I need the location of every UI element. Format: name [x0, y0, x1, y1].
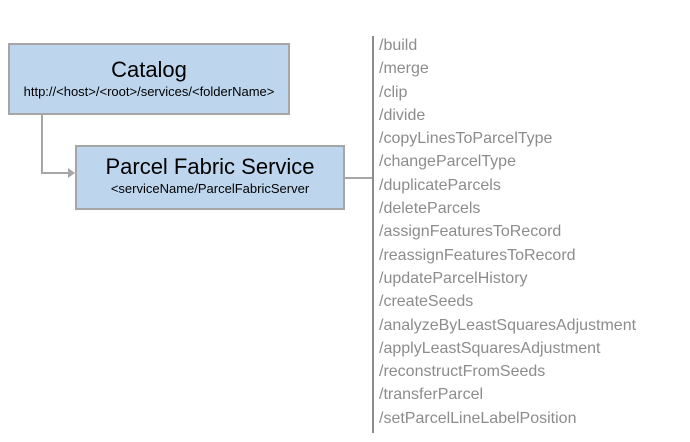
- endpoint-item: /assignFeaturesToRecord: [379, 223, 562, 241]
- connector-vertical-segment: [41, 115, 43, 174]
- catalog-title: Catalog: [111, 57, 187, 82]
- endpoint-item: /divide: [379, 106, 426, 124]
- endpoint-item: /applyLeastSquaresAdjustment: [379, 339, 601, 357]
- endpoints-divider-line: [372, 36, 374, 433]
- endpoint-item: /build: [379, 37, 418, 54]
- connector-horizontal-segment: [41, 172, 69, 174]
- endpoint-item: /transferParcel: [379, 386, 484, 404]
- endpoint-item: /reassignFeaturesToRecord: [379, 246, 576, 264]
- endpoint-item: /reconstructFromSeeds: [379, 363, 546, 381]
- catalog-box: Catalog http://<host>/<root>/services/<f…: [8, 43, 290, 115]
- endpoint-item: /analyzeByLeastSquaresAdjustment: [379, 316, 637, 334]
- endpoint-item: /deleteParcels: [379, 200, 481, 218]
- catalog-url: http://<host>/<root>/services/<folderNam…: [23, 84, 275, 100]
- endpoint-item: /updateParcelHistory: [379, 269, 528, 287]
- service-title: Parcel Fabric Service: [105, 154, 315, 179]
- endpoint-item: /merge: [379, 60, 429, 78]
- endpoint-item: /duplicateParcels: [379, 176, 501, 194]
- endpoint-item: /clip: [379, 83, 408, 101]
- endpoint-item: /changeParcelType: [379, 153, 516, 171]
- endpoint-item: /copyLinesToParcelType: [379, 130, 553, 148]
- service-url: <serviceName/ParcelFabricServer: [110, 181, 310, 197]
- connector-to-endpoints: [345, 177, 372, 179]
- arrow-head-icon: [68, 168, 75, 178]
- endpoint-item: /createSeeds: [379, 293, 474, 311]
- endpoint-list: /build/merge/clip/divide/copyLinesToParc…: [379, 34, 636, 430]
- endpoint-item: /setParcelLineLabelPosition: [379, 409, 577, 427]
- parcel-fabric-service-box: Parcel Fabric Service <serviceName/Parce…: [75, 145, 345, 210]
